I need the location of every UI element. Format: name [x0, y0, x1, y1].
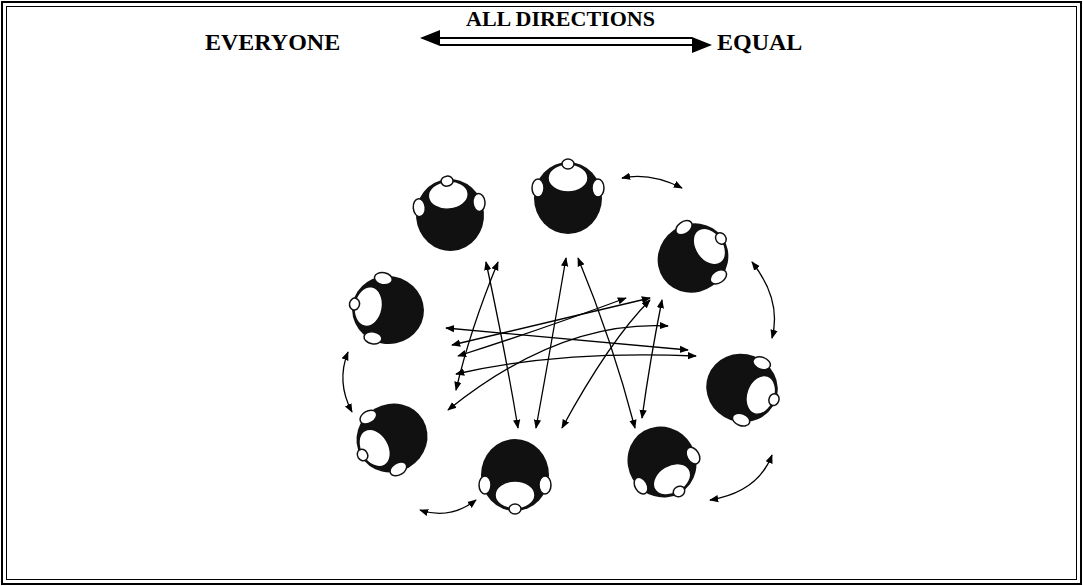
right-term: EQUAL — [717, 29, 802, 55]
left-term: EVERYONE — [205, 29, 340, 55]
arrow-heading: ALL DIRECTIONS — [466, 7, 655, 31]
